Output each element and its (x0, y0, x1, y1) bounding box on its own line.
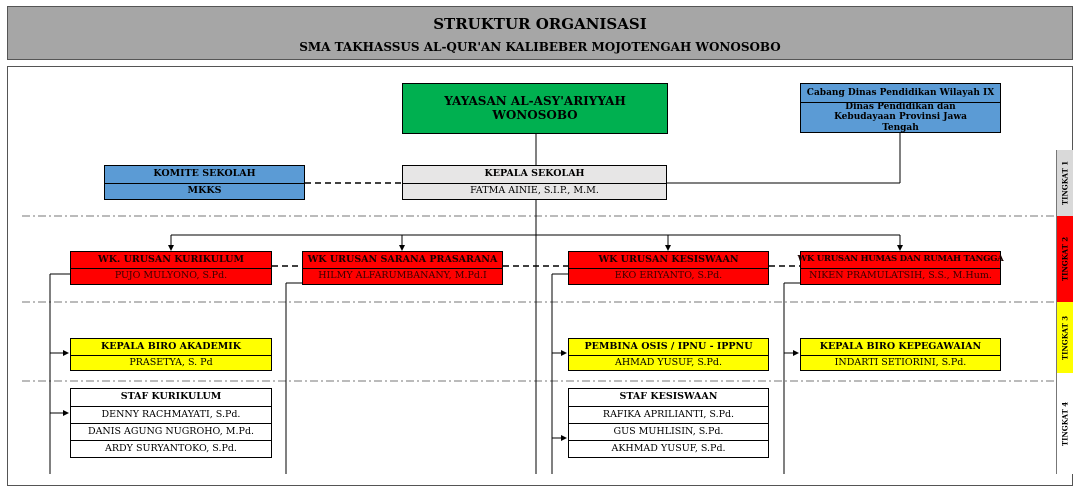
biro-akademik-name: PRASETYA, S. Pd (71, 355, 271, 370)
tier-2-label: TINGKAT 2 (1056, 216, 1073, 302)
staf-kurikulum-member: ARDY SURYANTOKO, S.Pd. (71, 440, 271, 457)
wk-kesiswaan-box: WK URUSAN KESISWAAN EKO ERIYANTO, S.Pd. (568, 251, 769, 285)
cabang-dinas-box: Cabang Dinas Pendidikan Wilayah IX Dinas… (800, 83, 1001, 133)
pembina-name: AHMAD YUSUF, S.Pd. (569, 355, 768, 370)
kepala-sekolah-box: KEPALA SEKOLAH FATMA AINIE, S.I.P., M.M. (402, 165, 667, 200)
wk-sarana-title: WK URUSAN SARANA PRASARANA (307, 253, 498, 265)
wk-kurikulum-name: PUJO MULYONO, S.Pd. (71, 268, 271, 284)
cabang-dinas-line2: Dinas Pendidikan dan Kebudayaan Provinsi… (801, 102, 1000, 133)
staf-kurikulum-member: DANIS AGUNG NUGROHO, M.Pd. (71, 423, 271, 440)
kepala-biro-akademik-box: KEPALA BIRO AKADEMIK PRASETYA, S. Pd (70, 338, 272, 371)
tier-4-label: TINGKAT 4 (1056, 373, 1073, 474)
wk-humas-title: WK URUSAN HUMAS DAN RUMAH TANGGA (797, 254, 1004, 265)
staf-kurikulum-member: DENNY RACHMAYATI, S.Pd. (71, 406, 271, 423)
staf-kurikulum-title: STAF KURIKULUM (120, 391, 222, 403)
staf-kesiswaan-member: RAFIKA APRILIANTI, S.Pd. (569, 406, 768, 423)
wk-kesiswaan-name: EKO ERIYANTO, S.Pd. (569, 268, 768, 284)
staf-kurikulum-box: STAF KURIKULUM DENNY RACHMAYATI, S.Pd. D… (70, 388, 272, 458)
biro-akademik-title: KEPALA BIRO AKADEMIK (101, 340, 241, 352)
page-title: STRUKTUR ORGANISASI (433, 15, 647, 33)
wk-kurikulum-title: WK. URUSAN KURIKULUM (98, 253, 244, 265)
wk-humas-box: WK URUSAN HUMAS DAN RUMAH TANGGA NIKEN P… (797, 251, 1004, 285)
yayasan-label: YAYASAN AL-ASY'ARIYYAH WONOSOBO (444, 93, 626, 122)
biro-kepegawaian-name: INDARTI SETIORINI, S.Pd. (801, 355, 1000, 370)
wk-sarana-name: HILMY ALFARUMBANANY, M.Pd.I (303, 268, 502, 284)
cabang-dinas-line1: Cabang Dinas Pendidikan Wilayah IX (806, 87, 995, 98)
staf-kesiswaan-box: STAF KESISWAAN RAFIKA APRILIANTI, S.Pd. … (568, 388, 769, 458)
kepala-biro-kepegawaian-box: KEPALA BIRO KEPEGAWAIAN INDARTI SETIORIN… (800, 338, 1001, 371)
yayasan-box: YAYASAN AL-ASY'ARIYYAH WONOSOBO (402, 83, 668, 134)
wk-kurikulum-box: WK. URUSAN KURIKULUM PUJO MULYONO, S.Pd. (70, 251, 272, 285)
pembina-title: PEMBINA OSIS / IPNU - IPPNU (584, 340, 753, 352)
komite-sub: MKKS (105, 183, 304, 199)
pembina-osis-box: PEMBINA OSIS / IPNU - IPPNU AHMAD YUSUF,… (568, 338, 769, 371)
wk-humas-name: NIKEN PRAMULATSIH, S.S., M.Hum. (801, 268, 1000, 284)
tier-1-label: TINGKAT 1 (1056, 150, 1073, 216)
biro-kepegawaian-title: KEPALA BIRO KEPEGAWAIAN (819, 340, 982, 352)
wk-sarana-box: WK URUSAN SARANA PRASARANA HILMY ALFARUM… (302, 251, 503, 285)
page-subtitle: SMA TAKHASSUS AL-QUR'AN KALIBEBER MOJOTE… (299, 40, 781, 54)
komite-title: KOMITE SEKOLAH (153, 168, 256, 180)
wk-kesiswaan-title: WK URUSAN KESISWAAN (598, 253, 739, 265)
staf-kesiswaan-member: GUS MUHLISIN, S.Pd. (569, 423, 768, 440)
staf-kesiswaan-member: AKHMAD YUSUF, S.Pd. (569, 440, 768, 457)
header-banner: STRUKTUR ORGANISASI SMA TAKHASSUS AL-QUR… (7, 6, 1073, 60)
staf-kesiswaan-title: STAF KESISWAAN (619, 391, 718, 403)
komite-sekolah-box: KOMITE SEKOLAH MKKS (104, 165, 305, 200)
kepala-name: FATMA AINIE, S.I.P., M.M. (403, 183, 666, 199)
tier-separators (22, 215, 1056, 382)
kepala-title: KEPALA SEKOLAH (484, 168, 585, 180)
tier-3-label: TINGKAT 3 (1056, 302, 1073, 373)
